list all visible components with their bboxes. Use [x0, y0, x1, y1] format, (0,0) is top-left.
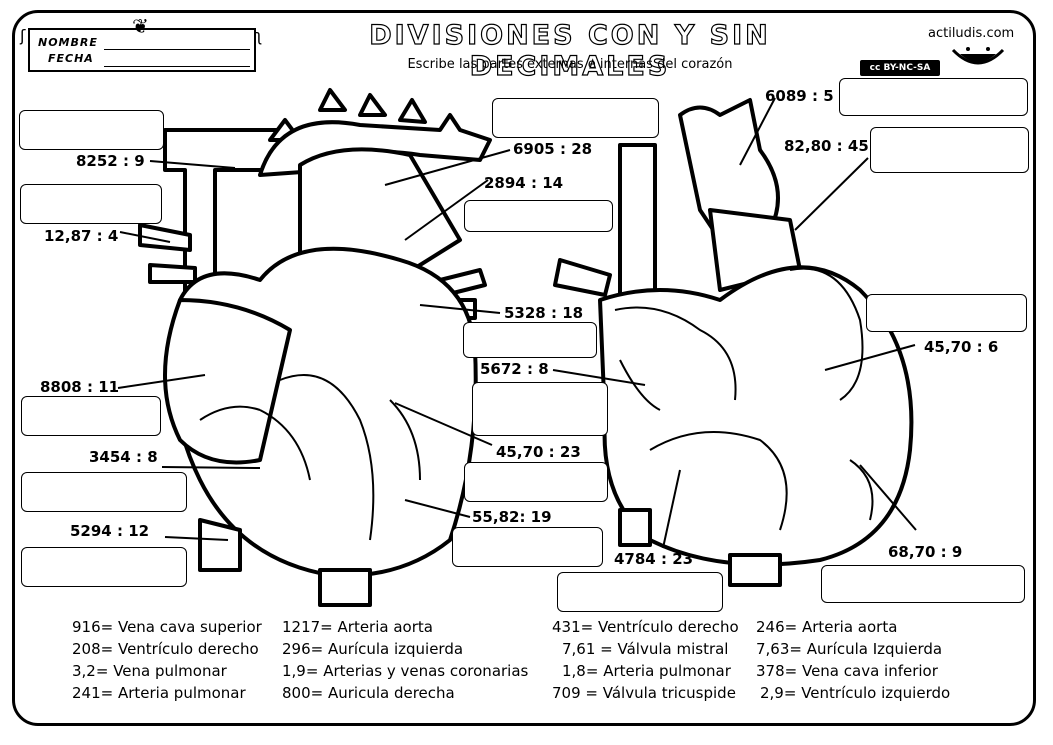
smiley-logo-icon — [951, 47, 1005, 65]
answer-box-10[interactable] — [464, 462, 608, 502]
operation-label: 68,70 : 9 — [888, 543, 963, 561]
answer-box-1[interactable] — [19, 110, 164, 150]
operation-label: 8808 : 11 — [40, 378, 120, 396]
license-text: BY-NC-SA — [883, 63, 931, 73]
legend-item: 1,8= Arteria pulmonar — [562, 662, 731, 680]
answer-box-13[interactable] — [870, 127, 1029, 173]
ornament-icon: ❦ — [132, 14, 149, 38]
cc-icon: cc — [869, 63, 881, 73]
legend-item: 1,9= Arterias y venas coronarias — [282, 662, 529, 680]
answer-box-14[interactable] — [866, 294, 1027, 332]
name-line — [104, 49, 250, 50]
operation-label: 3454 : 8 — [89, 448, 158, 466]
scroll-left-icon: ʃ — [20, 26, 26, 45]
page-title: DIVISIONES CON Y SIN DECIMALES — [369, 19, 771, 82]
internal-heart — [553, 98, 914, 587]
legend-item: 800= Auricula derecha — [282, 684, 455, 702]
operation-label: 5672 : 8 — [480, 360, 549, 378]
external-heart — [138, 88, 492, 607]
operation-label: 4784 : 23 — [614, 550, 694, 568]
operation-label: 2894 : 14 — [484, 174, 564, 192]
name-label: NOMBRE — [38, 36, 98, 49]
legend-item: 1217= Arteria aorta — [282, 618, 433, 636]
answer-box-12[interactable] — [839, 78, 1028, 116]
legend-item: 2,9= Ventrículo izquierdo — [760, 684, 951, 702]
site-name[interactable]: actiludis.com — [928, 26, 1015, 41]
leader-lines — [117, 97, 917, 549]
answer-box-8[interactable] — [463, 322, 597, 358]
scroll-right-icon: ʅ — [255, 26, 263, 45]
answer-box-9[interactable] — [472, 382, 608, 436]
operation-label: 5328 : 18 — [504, 304, 584, 322]
legend-item: 7,61 = Válvula mistral — [562, 640, 729, 658]
operation-label: 45,70 : 23 — [496, 443, 581, 461]
legend-item: 916= Vena cava superior — [72, 618, 262, 636]
legend-item: 3,2= Vena pulmonar — [72, 662, 227, 680]
operation-label: 55,82: 19 — [472, 508, 552, 526]
operation-label: 45,70 : 6 — [924, 338, 999, 356]
answer-box-16[interactable] — [821, 565, 1025, 603]
internal-chambers — [614, 267, 874, 531]
legend-item: 378= Vena cava inferior — [756, 662, 938, 680]
answer-box-6[interactable] — [492, 98, 659, 138]
page-frame — [12, 10, 1036, 726]
operation-label: 6905 : 28 — [513, 140, 593, 158]
legend-item: 241= Arteria pulmonar — [72, 684, 246, 702]
page-subtitle: Escribe las partes externas e internas d… — [407, 57, 733, 72]
answer-box-7[interactable] — [464, 200, 613, 232]
operation-label: 6089 : 5 — [765, 87, 834, 105]
legend-item: 296= Aurícula izquierda — [282, 640, 464, 658]
legend-item: 7,63= Aurícula Izquierda — [756, 640, 943, 658]
answer-box-15[interactable] — [557, 572, 723, 612]
operation-label: 5294 : 12 — [70, 522, 150, 540]
name-date-box: NOMBRE FECHA — [28, 28, 256, 72]
legend-item: 208= Ventrículo derecho — [72, 640, 259, 658]
operation-label: 82,80 : 45 — [784, 137, 869, 155]
operation-label: 8252 : 9 — [76, 152, 145, 170]
coronary-vessels — [199, 374, 421, 541]
date-label: FECHA — [48, 52, 94, 65]
operation-label: 12,87 : 4 — [44, 227, 119, 245]
answer-box-3[interactable] — [21, 396, 161, 436]
legend-item: 709 = Válvula tricuspide — [552, 684, 736, 702]
legend-item: 431= Ventrículo derecho — [552, 618, 739, 636]
answer-box-11[interactable] — [452, 527, 603, 567]
answer-box-4[interactable] — [21, 472, 187, 512]
answer-box-5[interactable] — [21, 547, 187, 587]
answer-box-2[interactable] — [20, 184, 162, 224]
date-line — [104, 66, 250, 67]
legend-item: 246= Arteria aorta — [756, 618, 898, 636]
license-badge: cc BY-NC-SA — [860, 60, 940, 76]
